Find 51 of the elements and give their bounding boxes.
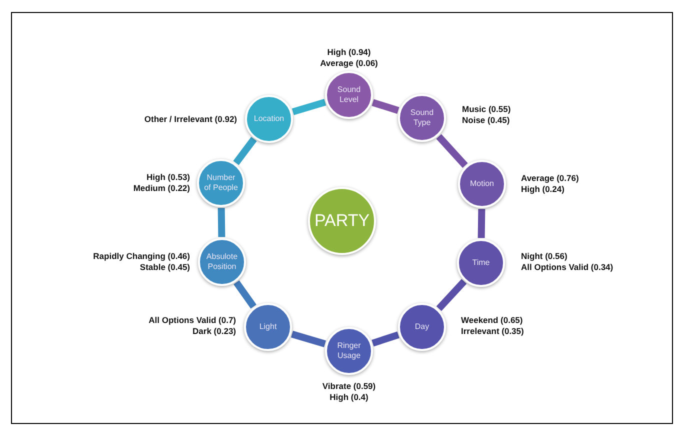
probability-label: All Options Valid (0.34) bbox=[521, 262, 614, 273]
probability-label: Average (0.76) bbox=[521, 173, 579, 184]
connector-line bbox=[436, 134, 468, 168]
category-circle bbox=[325, 327, 373, 375]
category-circle bbox=[458, 160, 506, 208]
connector-line bbox=[292, 98, 326, 116]
connector-line bbox=[218, 208, 226, 238]
category-circle bbox=[244, 303, 292, 351]
probability-label: Irrelevant (0.35) bbox=[461, 326, 524, 337]
probability-label: High (0.4) bbox=[330, 392, 368, 403]
circle-label: Number of People bbox=[203, 173, 239, 193]
probability-label: Weekend (0.65) bbox=[461, 315, 523, 326]
circle-label: Sound Type bbox=[409, 108, 435, 128]
category-circle bbox=[325, 71, 373, 119]
circle-label: Light bbox=[258, 322, 278, 332]
category-circle bbox=[245, 95, 293, 143]
category-circle bbox=[457, 239, 505, 287]
connector-line bbox=[372, 99, 400, 114]
circle-label: Sound Level bbox=[336, 85, 362, 105]
probability-label: Rapidly Changing (0.46) bbox=[93, 251, 190, 262]
probability-label: All Options Valid (0.7) bbox=[148, 315, 236, 326]
circle-label: PARTY bbox=[313, 211, 371, 231]
probability-label: Noise (0.45) bbox=[462, 115, 510, 126]
circle-label: Location bbox=[252, 114, 286, 124]
probability-label: Night (0.56) bbox=[521, 251, 568, 262]
probability-label: Stable (0.45) bbox=[140, 262, 190, 273]
category-circle bbox=[398, 94, 446, 142]
circle-label: Time bbox=[471, 258, 491, 268]
probability-label: Music (0.55) bbox=[462, 104, 511, 115]
category-circle bbox=[197, 159, 245, 207]
circle-label: Day bbox=[414, 322, 430, 332]
probability-label: Vibrate (0.59) bbox=[322, 381, 376, 392]
circle-label: Absulote Position bbox=[205, 252, 239, 272]
probability-label: High (0.24) bbox=[521, 184, 564, 195]
connector-line bbox=[478, 208, 486, 238]
connector-line bbox=[436, 279, 467, 311]
connector-line bbox=[291, 330, 326, 348]
probability-label: Dark (0.23) bbox=[192, 326, 236, 337]
probability-label: Other / Irrelevant (0.92) bbox=[144, 114, 237, 125]
category-circle bbox=[398, 303, 446, 351]
connector-line bbox=[372, 331, 400, 347]
connector-line bbox=[233, 136, 257, 166]
probability-label: High (0.94) bbox=[327, 47, 371, 58]
connector-line bbox=[234, 280, 256, 309]
probability-label: Medium (0.22) bbox=[133, 183, 190, 194]
probability-label: Average (0.06) bbox=[320, 58, 378, 69]
circle-label: Motion bbox=[468, 179, 495, 189]
probability-label: High (0.53) bbox=[146, 172, 190, 183]
category-circle bbox=[198, 238, 246, 286]
circle-label: Ringer Usage bbox=[336, 341, 362, 361]
center-circle bbox=[308, 187, 376, 255]
